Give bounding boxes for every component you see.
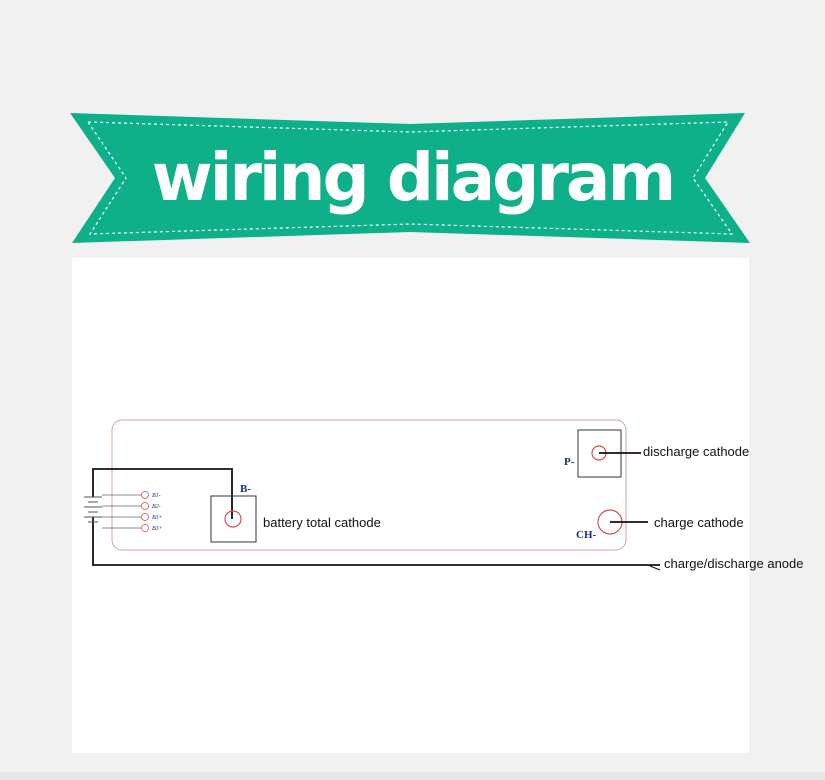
cell-pin-leads bbox=[102, 491, 149, 532]
battery-total-cathode-label: battery total cathode bbox=[263, 515, 381, 530]
b-minus-terminal bbox=[224, 510, 242, 528]
b-minus-label: B- bbox=[240, 483, 251, 495]
cell-pin-label-2: B2- bbox=[152, 504, 161, 510]
bottom-divider bbox=[0, 772, 825, 780]
ribbon-stitch bbox=[86, 121, 734, 235]
page-title: wiring diagram bbox=[151, 139, 676, 216]
charge-discharge-anode-label: charge/discharge anode bbox=[664, 556, 804, 571]
diagram-panel bbox=[72, 258, 749, 753]
anode-wire bbox=[92, 517, 660, 566]
anode-wire-tip bbox=[649, 565, 661, 571]
ribbon-shape bbox=[70, 113, 750, 243]
cell-pin-label-1: B1- bbox=[152, 493, 161, 499]
ch-minus-label: CH- bbox=[576, 529, 597, 541]
b-minus-pad bbox=[210, 495, 257, 543]
discharge-cathode-label: discharge cathode bbox=[643, 444, 749, 459]
cell-pin-label-3: B3+ bbox=[152, 515, 163, 521]
b-minus-wire bbox=[92, 468, 233, 519]
ribbon-banner bbox=[70, 113, 750, 243]
pcb-outline bbox=[111, 419, 627, 551]
cell-pin-label-4: B3+ bbox=[152, 526, 163, 532]
charge-cathode-label: charge cathode bbox=[654, 515, 744, 530]
p-minus-label: P- bbox=[564, 456, 575, 468]
battery-cells-symbol bbox=[84, 496, 102, 523]
